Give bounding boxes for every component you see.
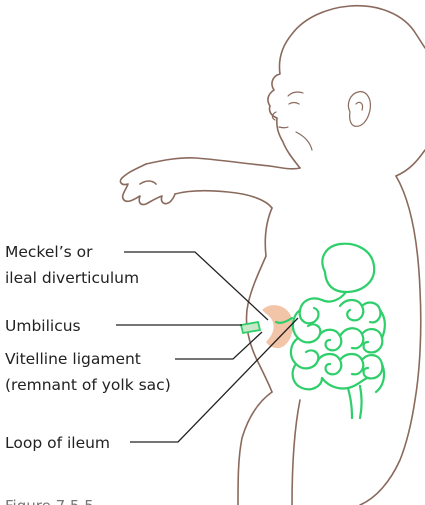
hand — [120, 164, 175, 205]
head-outline — [268, 6, 425, 168]
figure-caption: Figure 7.5.5 — [5, 497, 94, 505]
belly-outline — [246, 208, 272, 392]
label-vitelline-line2: (remnant of yolk sac) — [5, 376, 171, 394]
vitelline-ligament — [241, 322, 260, 333]
cheek — [296, 132, 312, 150]
label-umbilicus: Umbilicus — [5, 317, 81, 335]
label-vitelline-line1: Vitelline ligament — [5, 350, 141, 368]
head-back — [396, 150, 425, 176]
label-meckel-line2: ileal diverticulum — [5, 269, 139, 287]
mouth — [279, 127, 288, 128]
eyebrow — [288, 92, 303, 96]
ear-inner — [356, 102, 363, 110]
arm-top — [146, 158, 270, 166]
leg-front — [238, 392, 272, 505]
back-outline — [360, 176, 421, 505]
leg-crease — [292, 400, 300, 505]
label-meckel-line1: Meckel’s or — [5, 243, 93, 261]
neck-shoulder — [270, 166, 300, 169]
meckels-diverticulum — [262, 305, 293, 348]
label-loop-of-ileum: Loop of ileum — [5, 434, 110, 452]
eye — [289, 103, 299, 105]
ear — [348, 92, 370, 127]
thumb — [140, 181, 156, 184]
arm-bottom — [175, 191, 272, 208]
